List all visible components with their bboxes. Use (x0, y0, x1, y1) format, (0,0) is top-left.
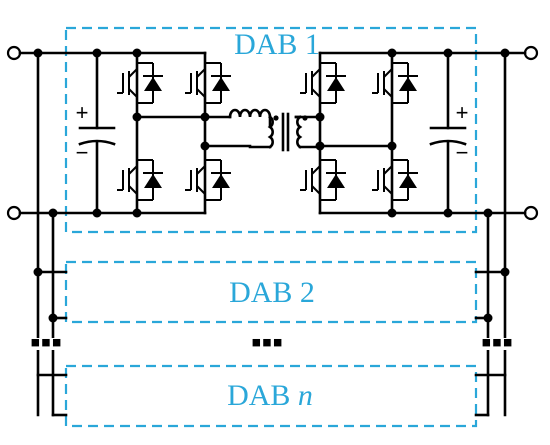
ellipsis-right: ▪▪▪ (481, 326, 513, 359)
series-inductor (203, 108, 272, 127)
right-cap-minus: − (456, 140, 469, 165)
dab-2-box (64, 260, 478, 324)
right-capacitor (429, 51, 467, 215)
left-full-bridge (116, 51, 252, 215)
left-cap-plus: + (76, 100, 89, 125)
terminal-left-bottom (6, 205, 22, 221)
junction-dots (33, 48, 510, 323)
right-dc-bus (318, 51, 527, 417)
dab-n-box (64, 364, 478, 428)
left-capacitor (78, 51, 116, 215)
terminal-left-top (6, 45, 22, 61)
transformer (248, 112, 322, 152)
dab-1-label: DAB 1 (234, 28, 320, 61)
dab-1-box (64, 26, 478, 234)
ellipsis-middle: ▪▪▪ (251, 326, 283, 359)
terminal-right-top (523, 45, 539, 61)
left-dc-bus (18, 51, 207, 417)
right-cap-plus: + (456, 100, 469, 125)
left-cap-minus: − (76, 140, 89, 165)
dab-2-label: DAB 2 (229, 276, 315, 309)
terminal-right-bottom (523, 205, 539, 221)
ellipsis-left: ▪▪▪ (30, 326, 62, 359)
right-full-bridge (294, 51, 419, 215)
dab-n-label: DAB n (227, 379, 313, 412)
